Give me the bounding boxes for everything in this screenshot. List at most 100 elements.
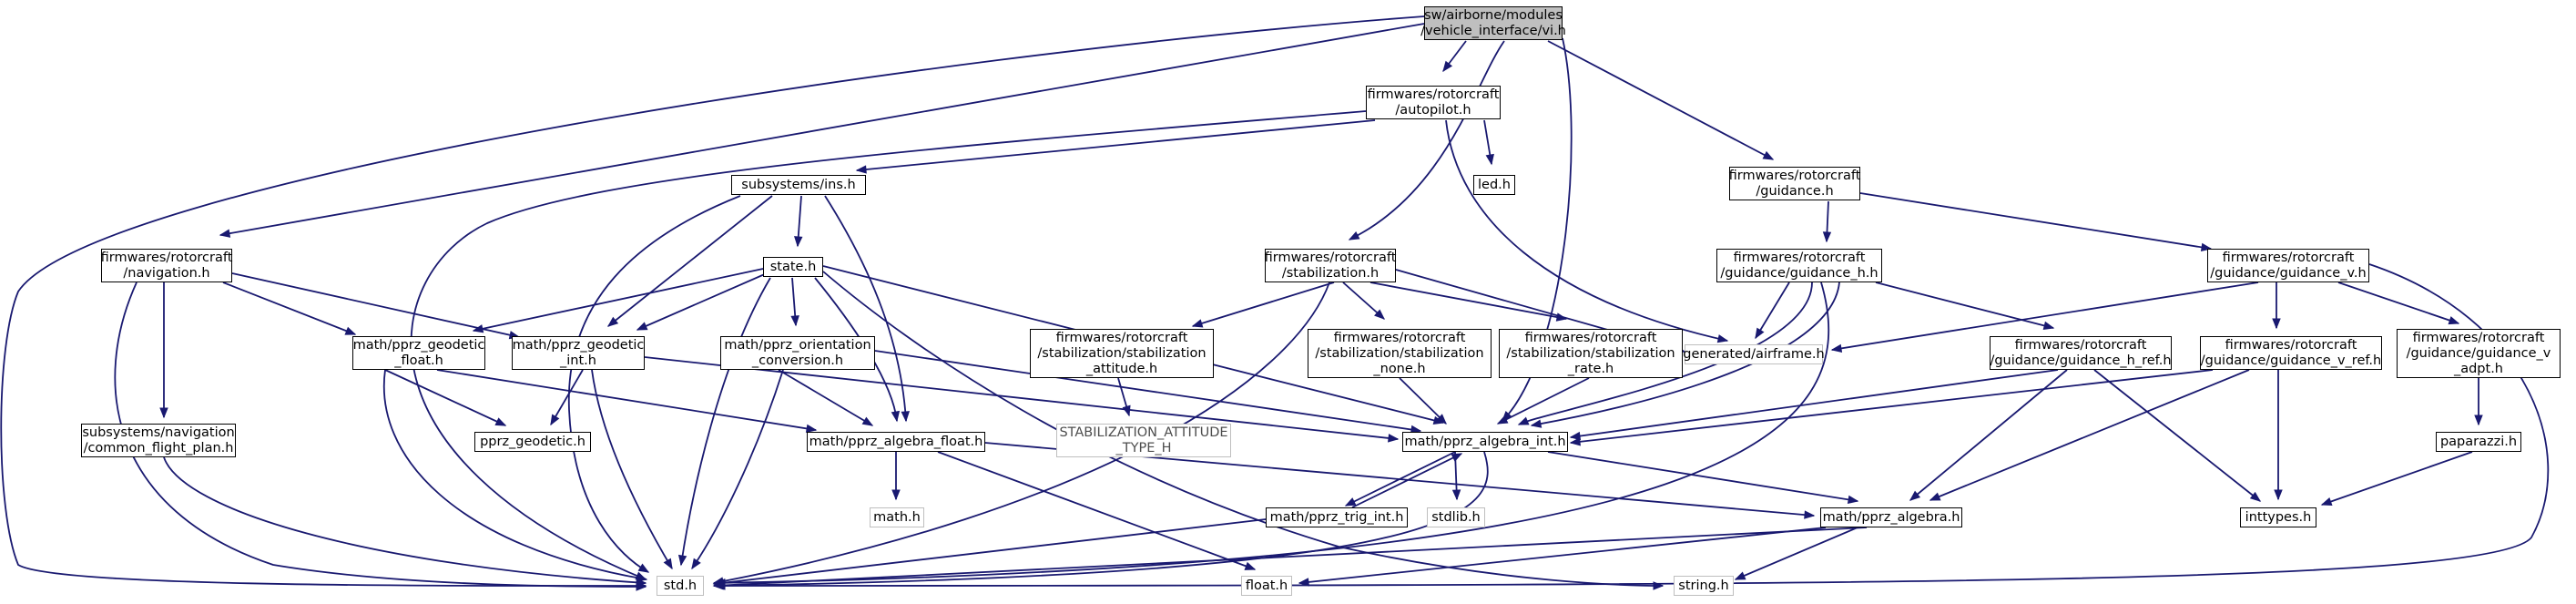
edge-guidance-guidance-v [1859,192,2212,250]
node-navigation-h[interactable]: firmwares/rotorcraft /navigation.h [101,249,232,282]
node-guidance-v-adpt-h[interactable]: firmwares/rotorcraft /guidance/guidance_… [2397,329,2561,378]
arrowhead-guidance-v-airframe [1830,343,1843,353]
node-pprz-geodetic-h[interactable]: pprz_geodetic.h [474,432,591,452]
edge-guidance-h-algebra-int-1 [1518,282,1813,425]
edge-guidance-h-ref-algebra [1909,369,2068,501]
node-math-h: math.h [870,507,924,527]
node-pprz-algebra-int-h[interactable]: math/pprz_algebra_int.h [1402,432,1568,452]
arrowhead-algebra-int-trig-int [1344,497,1357,507]
edge-guidance-h-airframe [1755,282,1790,339]
edge-autopilot-std [410,110,1367,580]
edge-autopilot-ins [856,119,1376,171]
arrowhead-state-orientation [790,315,799,327]
node-stabilization-attitude-h[interactable]: firmwares/rotorcraft /stabilization/stab… [1030,329,1214,378]
arrowhead-adpt-paparazzi [2474,415,2483,426]
edge-ins-algebra-float [824,195,907,422]
arrowhead-guidance-v-ref-algebra [1929,492,1941,501]
arrowhead-guidance-h-airframe [1755,327,1765,340]
edge-vi-std [0,15,1425,587]
arrowhead-stabilization-none [1374,309,1386,320]
edge-common-flight-plan-std [163,456,647,584]
node-autopilot-h[interactable]: firmwares/rotorcraft /autopilot.h [1366,86,1501,119]
arrowhead-ins-algebra-float [901,411,911,423]
node-inttypes-h[interactable]: inttypes.h [2240,507,2316,527]
node-guidance-v-ref-h[interactable]: firmwares/rotorcraft /guidance/guidance_… [2200,336,2382,370]
node-pprz-trig-int-h[interactable]: math/pprz_trig_int.h [1266,507,1408,527]
arrowhead-ins-state [793,236,803,248]
node-std-h: std.h [657,576,704,596]
arrowhead-geodetic-float-algebra-float [805,424,818,434]
arrowhead-rate-algebra-int [1496,415,1509,425]
edge-geodetic-int-std [591,369,673,569]
edge-guidance-h-ref-inttypes [2093,369,2261,502]
edge-orientation-algebra-int [874,350,1421,432]
edge-algebra-float-float [937,451,1256,570]
edge-guidance-h-algebra-int-2 [1531,282,1840,426]
node-state-h[interactable]: state.h [763,257,823,277]
node-guidance-h-ref-h[interactable]: firmwares/rotorcraft /guidance/guidance_… [1990,336,2172,370]
arrowhead-vi-navigation [219,229,231,238]
node-led-h[interactable]: led.h [1473,175,1515,195]
edge-trig-int-algebra-int [1351,453,1462,508]
node-paparazzi-h[interactable]: paparazzi.h [2436,432,2521,452]
arrowhead-guidance-v-ref [2272,318,2281,330]
node-pprz-algebra-h[interactable]: math/pprz_algebra.h [1820,507,1962,527]
arrowhead-autopilot-led [1485,153,1494,166]
node-common-flight-plan-h[interactable]: subsystems/navigation /common_flight_pla… [81,424,236,457]
edge-ins-geodetic-int [607,195,773,327]
edge-orientation-std [691,369,784,569]
edge-vi-algebra-int [1502,37,1573,422]
arrowhead-geodetic-float-geodetic [494,417,507,426]
node-guidance-h-h[interactable]: firmwares/rotorcraft /guidance/guidance_… [1716,249,1882,282]
arrowhead-geodetic-int-geodetic [550,414,560,426]
edge-algebra-int-trig-int [1345,451,1456,507]
edge-algebra-int-algebra [1547,451,1858,502]
edge-geodetic-float-algebra-float [436,369,817,431]
node-guidance-v-h[interactable]: firmwares/rotorcraft /guidance/guidance_… [2207,249,2369,282]
node-pprz-geodetic-int-h[interactable]: math/pprz_geodetic _int.h [512,336,645,370]
arrowhead-algebra-float-math [891,489,901,501]
edge-algebra-int-std [713,451,1489,587]
node-stabilization-rate-h[interactable]: firmwares/rotorcraft /stabilization/stab… [1499,329,1683,378]
node-stabilization-attitude-type-h: STABILIZATION_ATTITUDE _TYPE_H [1056,424,1231,457]
edge-state-std [680,277,771,566]
edge-geodetic-float-std [382,369,647,580]
node-pprz-geodetic-float-h[interactable]: math/pprz_geodetic _float.h [352,336,485,370]
node-pprz-orientation-conversion-h[interactable]: math/pprz_orientation _conversion.h [720,336,875,370]
arrowhead-geodetic-float-std [636,573,648,582]
node-string-h: string.h [1674,576,1734,596]
arrowhead-vi-guidance [1762,150,1775,160]
node-stabilization-none-h[interactable]: firmwares/rotorcraft /stabilization/stab… [1308,329,1492,378]
arrowhead-state-algebra-float [891,410,901,423]
edge-paparazzi-inttypes [2321,451,2473,506]
node-stabilization-h[interactable]: firmwares/rotorcraft /stabilization.h [1265,249,1396,282]
edge-guidance-h-ref-algebra-int [1570,369,2059,438]
arrowhead-guidance-h-ref-algebra-int [1569,431,1582,441]
edge-guidance-v-std [715,263,2550,587]
node-ins-h[interactable]: subsystems/ins.h [731,175,866,195]
edge-guidance-v-ref-algebra [1929,369,2250,501]
edge-navigation-geodetic-int [231,272,520,338]
edge-geodetic-int-geodetic [550,369,584,425]
arrowhead-guidance-h-algebra-int-1 [1517,416,1530,425]
arrowhead-guidance-v-adpt [2448,316,2460,325]
arrowhead-autopilot-airframe [1716,334,1729,343]
node-stdlib-h: stdlib.h [1427,507,1485,527]
edge-stabilization-attitude [1192,282,1335,327]
arrowhead-guidance-guidance-h [1822,231,1832,243]
arrowhead-paparazzi-inttypes [2320,497,2333,507]
node-guidance-h[interactable]: firmwares/rotorcraft /guidance.h [1729,167,1860,200]
edge-trig-int-std [713,518,1267,585]
edge-guidance-h-ref [1875,282,2054,329]
arrowhead-algebra-float-float [1244,561,1257,570]
arrowhead-geodetic-int-std [663,558,673,570]
arrowhead-none-algebra-int [1436,414,1447,425]
arrowhead-guidance-v-ref-inttypes [2274,489,2283,501]
node-pprz-algebra-float-h[interactable]: math/pprz_algebra_float.h [807,432,985,452]
edge-vi-stabilization [1349,40,1505,241]
arrowhead-autopilot-ins [855,165,867,174]
edge-algebra-string [1735,527,1858,580]
edge-rate-algebra-int [1497,377,1590,425]
edge-navigation-std [114,282,647,588]
